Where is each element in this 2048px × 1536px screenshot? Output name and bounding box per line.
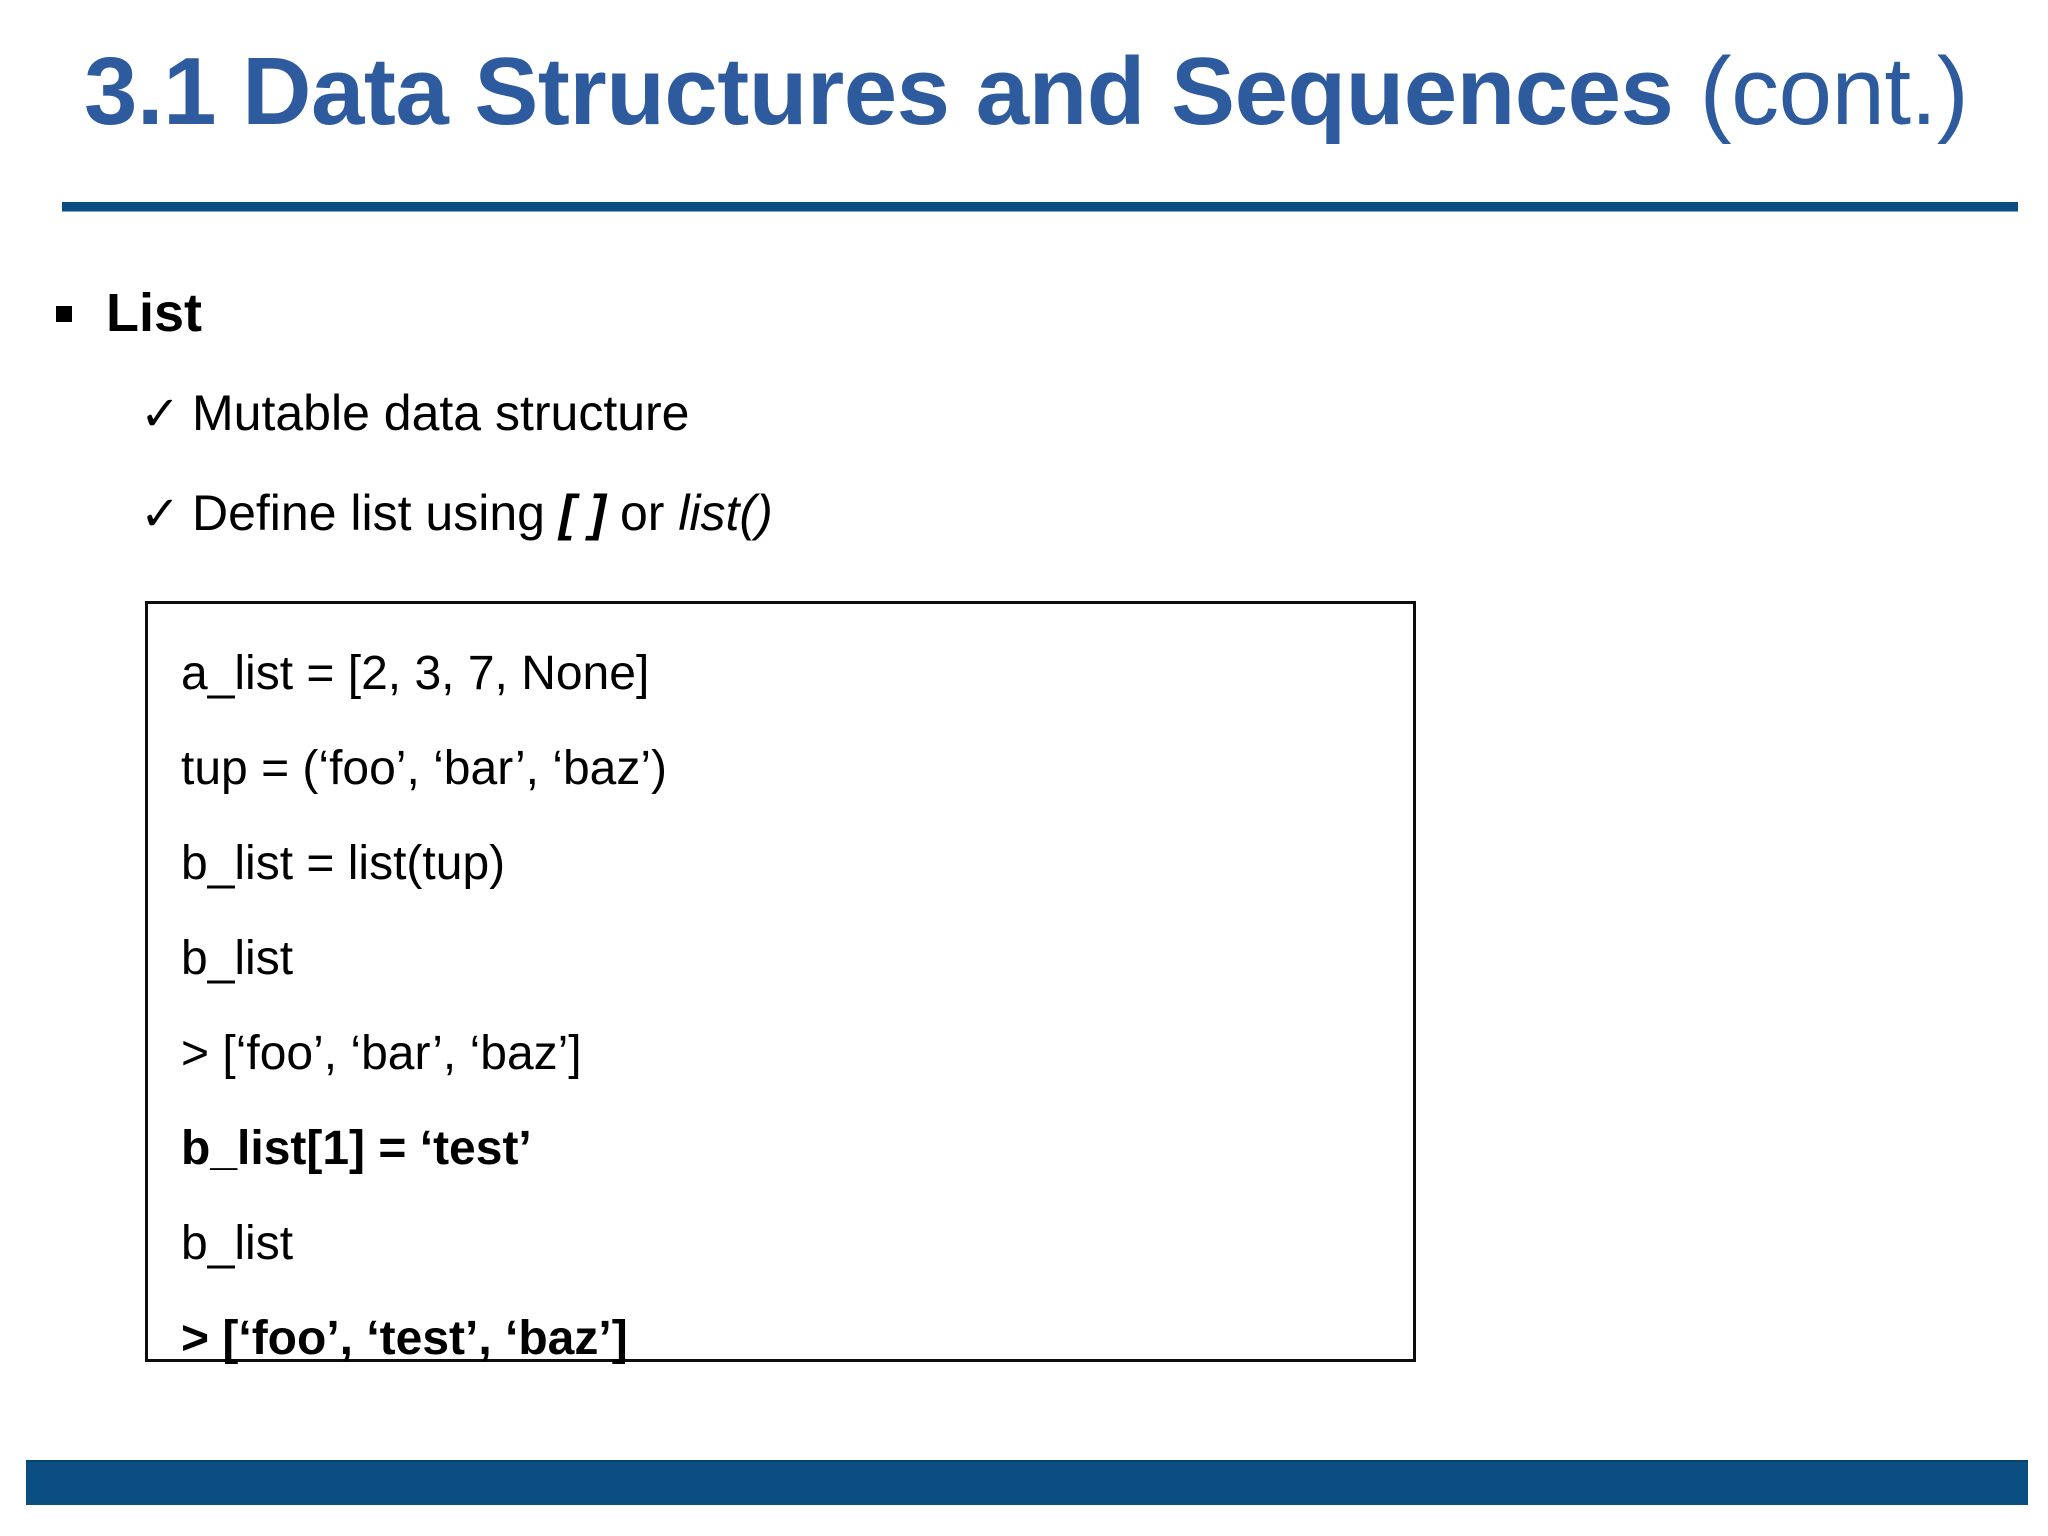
code-example-box: a_list = [2, 3, 7, None] tup = (‘foo’, ‘…: [145, 601, 1416, 1365]
sub-bullet-define-list: ✓ Define list using [ ] or list(): [140, 488, 773, 539]
code-lines-container: a_list = [2, 3, 7, None] tup = (‘foo’, ‘…: [181, 626, 1403, 1386]
sub-bullet-middle: or: [606, 485, 679, 541]
sub-bullet-label: Mutable data structure: [192, 385, 690, 441]
sub-bullet-label: Define list using [ ] or list(): [192, 488, 773, 538]
page-title-main: 3.1 Data Structures and Sequences: [84, 38, 1674, 145]
code-line: tup = (‘foo’, ‘bar’, ‘baz’): [181, 742, 667, 795]
code-line: b_list: [181, 1217, 294, 1270]
sub-bullet-emphasis-listfn: list(): [678, 485, 773, 541]
page-title: 3.1 Data Structures and Sequences (cont.…: [84, 38, 1984, 146]
code-line: b_list = list(tup): [181, 837, 506, 890]
code-line: > [‘foo’, ‘test’, ‘baz’]: [181, 1312, 628, 1365]
page-title-suffix: (cont.): [1673, 38, 1969, 145]
square-bullet-icon: [56, 306, 72, 322]
code-line: b_list: [181, 932, 294, 985]
check-icon: ✓: [140, 488, 181, 541]
sub-bullet-prefix: Define list using: [192, 485, 559, 541]
code-line: > [‘foo’, ‘bar’, ‘baz’]: [181, 1027, 582, 1080]
footer-bar: [26, 1462, 2028, 1505]
code-line: a_list = [2, 3, 7, None]: [181, 647, 650, 700]
title-underline-rule: [62, 202, 2018, 211]
sub-bullet-emphasis-brackets: [ ]: [558, 485, 607, 541]
sub-bullet-mutable: ✓ Mutable data structure: [140, 388, 690, 439]
bullet-list-label: List: [106, 283, 203, 343]
bullet-list-item: List: [56, 286, 202, 340]
check-icon: ✓: [140, 388, 181, 441]
code-line-highlight: b_list[1] = ‘test’: [181, 1122, 532, 1175]
